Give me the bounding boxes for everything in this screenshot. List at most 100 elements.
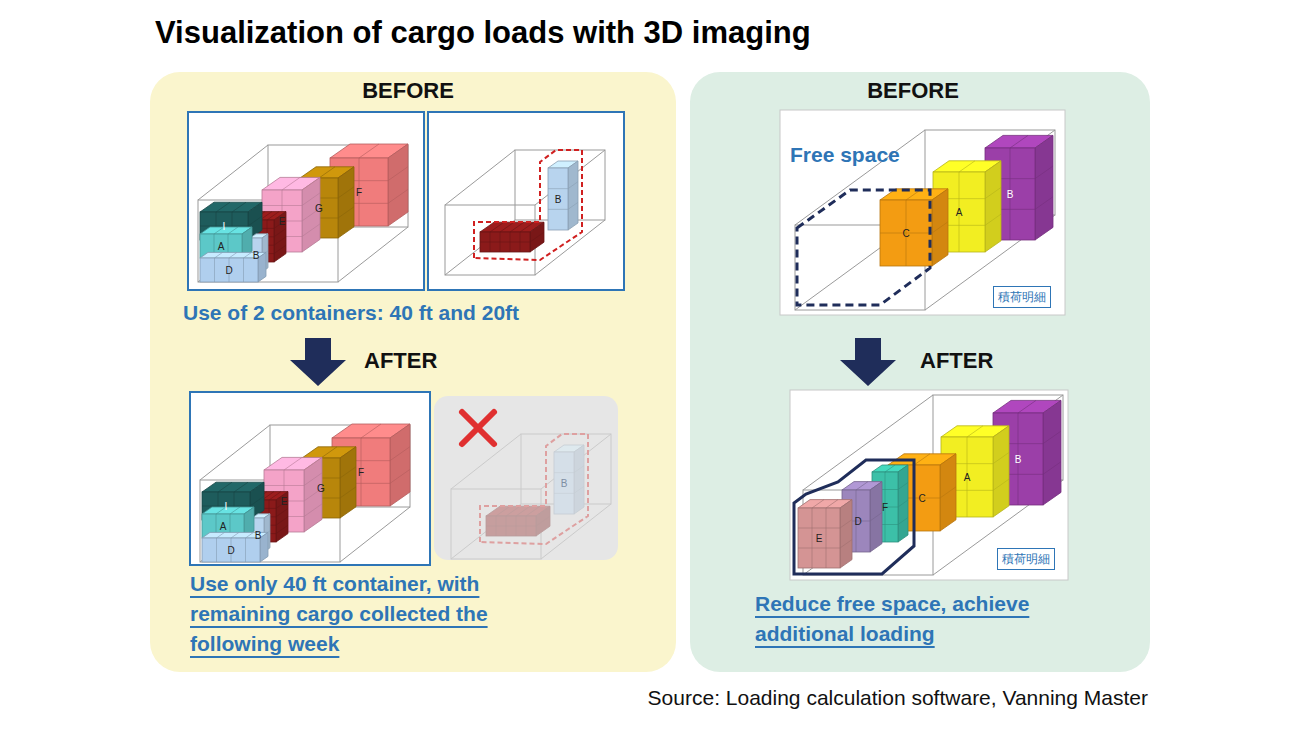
stage-heading: AFTER (364, 348, 437, 374)
block-side (840, 500, 852, 568)
cargo-letter: F (358, 467, 364, 478)
carton-edge (574, 466, 584, 473)
cargo-block (880, 189, 948, 266)
block-side (304, 457, 322, 532)
container-front (795, 225, 925, 310)
block-front (480, 232, 530, 252)
carton-edge (214, 258, 215, 282)
block-side (985, 161, 1001, 252)
cargo-block (480, 222, 544, 252)
container-outline (451, 434, 611, 559)
carton-edge (548, 188, 568, 189)
carton-edge (568, 202, 578, 209)
carton-edge (267, 212, 279, 220)
block-front (880, 200, 932, 266)
cargo-letter: B (555, 194, 562, 205)
carton-edge (216, 202, 230, 212)
manifest-tag: 積荷明細 (993, 286, 1051, 308)
carton-edge (959, 161, 975, 172)
carton-edge (574, 486, 584, 493)
container-outline (198, 145, 408, 282)
edge-line (200, 425, 270, 480)
cargo-letter: D (225, 265, 232, 276)
edge-line (198, 227, 268, 282)
carton-edge (870, 513, 882, 521)
edge-line (338, 227, 408, 282)
cargo-letter: A (964, 472, 971, 483)
cargo-letter: B (1007, 189, 1014, 200)
carton-edge (250, 496, 264, 506)
image-frame (190, 392, 430, 565)
carton-edge (319, 167, 335, 178)
carton-edge (218, 482, 232, 492)
carton-edge (993, 479, 1009, 490)
carton-edge (1018, 400, 1036, 413)
carton-edge (244, 252, 252, 258)
carton-edge (548, 209, 568, 210)
carton-edge (232, 202, 246, 212)
block-side (388, 144, 408, 226)
block-side (276, 492, 288, 542)
block-side (1043, 400, 1061, 505)
block-side (390, 424, 410, 506)
carton-edge (1043, 431, 1061, 444)
block-front (200, 258, 258, 282)
cargo-block (486, 506, 550, 536)
carton-edge (536, 516, 550, 526)
tag-text: 積荷明細 (1002, 551, 1050, 567)
carton-edge (269, 492, 281, 500)
result-caption: Use only 40 ft container, with remaining… (190, 569, 582, 659)
carton-edge (228, 227, 238, 234)
carton-edge (276, 517, 288, 525)
carton-edge (898, 500, 908, 507)
carton-edge (216, 507, 226, 514)
carton-edge (245, 538, 246, 562)
carton-edge (338, 207, 354, 218)
carton-edge (217, 532, 225, 538)
block-side (340, 447, 356, 518)
carton-edge (234, 482, 248, 492)
free-space-label: Free space (790, 143, 900, 167)
load-40ft (198, 144, 408, 282)
carton-edge (340, 487, 356, 498)
stage-heading: BEFORE (813, 78, 1013, 104)
carton-edge (338, 187, 354, 198)
cargo-letter: A (218, 241, 225, 252)
cargo-letter: E (279, 216, 286, 227)
tag-text: 積荷明細 (998, 289, 1046, 305)
block-side (574, 445, 584, 514)
cargo-letter: G (317, 483, 325, 494)
carton-edge (282, 177, 300, 190)
removed-frame (434, 396, 618, 560)
cargo-letter: A (956, 207, 963, 218)
image-frame (790, 390, 1068, 580)
cross-stroke (462, 412, 494, 444)
down-arrow (290, 338, 346, 386)
cargo-letter: I (225, 501, 228, 512)
result-caption: Use of 2 containers: 40 ft and 20ft (183, 301, 519, 325)
carton-edge (1010, 135, 1028, 148)
cargo-letter: E (281, 496, 288, 507)
carton-edge (321, 447, 337, 458)
carton-edge (798, 548, 840, 549)
carton-edge (993, 452, 1009, 463)
carton-edge (898, 518, 908, 525)
cross-stroke (462, 412, 494, 444)
edge-line (200, 507, 270, 562)
cargo-letter: E (816, 533, 823, 544)
carton-edge (284, 457, 302, 470)
cargo-letter: F (356, 187, 362, 198)
carton-edge (856, 482, 868, 490)
cargo-letter: G (315, 203, 323, 214)
carton-edge (480, 242, 530, 243)
carton-edge (361, 424, 381, 438)
block-side (274, 212, 286, 262)
carton-edge (526, 506, 540, 516)
carton-edge (1035, 197, 1053, 210)
container-front (445, 205, 535, 275)
carton-edge (985, 187, 1001, 198)
block-side (338, 167, 354, 238)
carton-edge (530, 232, 544, 242)
carton-edge (486, 526, 536, 527)
